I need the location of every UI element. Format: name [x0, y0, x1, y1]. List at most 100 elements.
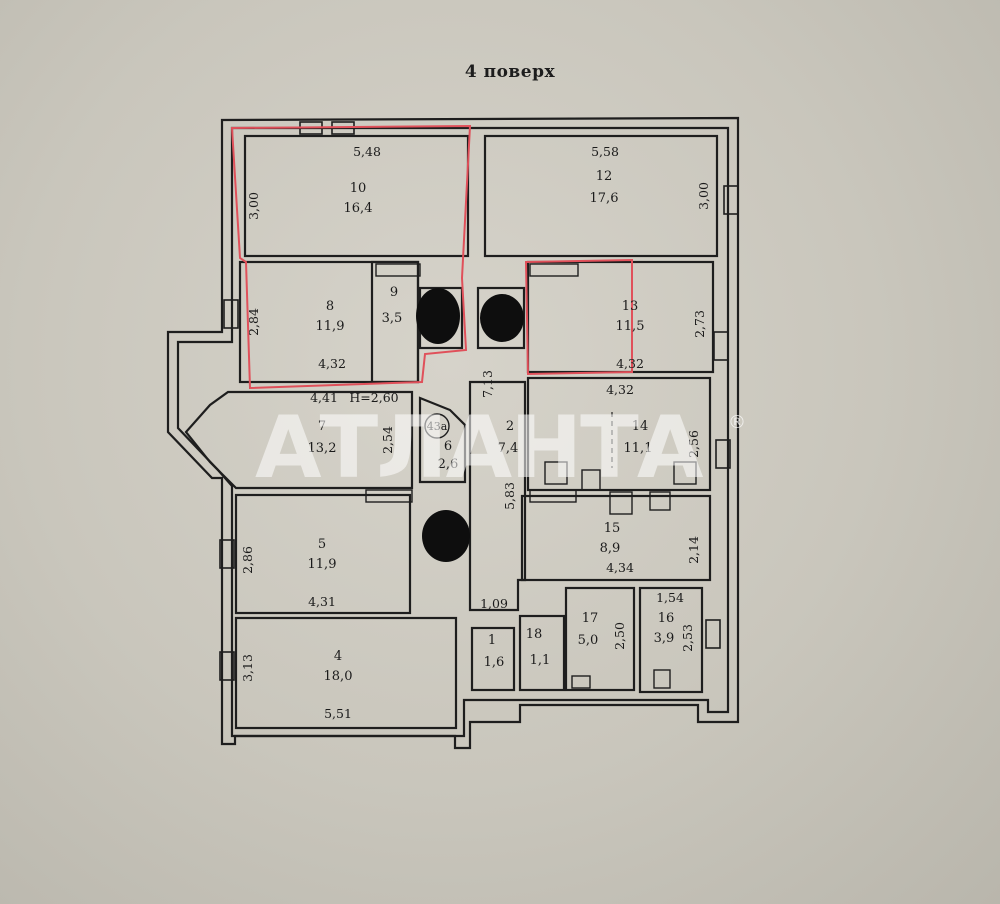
- room-number: 7: [318, 419, 326, 434]
- window: [723, 185, 739, 215]
- dimension-label: 2,73: [692, 310, 707, 338]
- room-14-outline: [526, 376, 712, 492]
- room-number: 14: [632, 419, 649, 434]
- height-label: Н=2,60: [349, 390, 398, 405]
- room-number: 4: [334, 649, 342, 664]
- sink: [649, 491, 671, 511]
- window: [713, 331, 729, 361]
- dimension-label: 7,13: [480, 370, 495, 398]
- room-4-outline: [234, 616, 458, 730]
- marker-43a-circle: [424, 413, 450, 439]
- room-16-outline: [638, 586, 704, 694]
- dimension-label: 2,84: [246, 308, 261, 336]
- corridor-2-outline: [468, 380, 527, 612]
- toilet: [653, 669, 671, 689]
- room-17-outline: [564, 586, 636, 692]
- dimension-label: 1,54: [656, 590, 684, 605]
- room-area: 5,0: [578, 633, 599, 648]
- dimension-label: 5,83: [502, 482, 517, 510]
- redaction-blot: [416, 288, 460, 344]
- dimension-label: 3,13: [240, 654, 255, 682]
- dimension-label: 4,41: [310, 390, 338, 405]
- redaction-blot: [422, 510, 470, 562]
- room-number: 16: [658, 611, 675, 626]
- dimension-label: 5,58: [591, 144, 619, 159]
- dimension-label: 2,54: [380, 426, 395, 454]
- room-number: 18: [526, 627, 543, 642]
- radiator: [529, 489, 577, 503]
- room-area: 7,4: [498, 441, 519, 456]
- radiator: [529, 263, 579, 277]
- bath-fixture: [571, 675, 591, 689]
- stove: [544, 461, 568, 485]
- room-number: 17: [582, 611, 599, 626]
- room-area: 2,6: [438, 457, 459, 472]
- room-number: 8: [326, 299, 334, 314]
- dimension-label: 4,32: [318, 356, 346, 371]
- radiator: [365, 489, 413, 503]
- dimension-label: 5,48: [353, 144, 381, 159]
- room-number: 15: [604, 521, 621, 536]
- dimension-label: 1,09: [480, 596, 508, 611]
- room-area: 18,0: [324, 669, 353, 684]
- room-15-outline: [520, 494, 712, 582]
- stove: [609, 491, 633, 515]
- room-1-outline: [470, 626, 516, 692]
- registered-mark: ®: [728, 412, 746, 433]
- highlight-outline-right: [524, 258, 633, 376]
- room-7-outline: [184, 390, 414, 490]
- room-number: 2: [506, 419, 514, 434]
- room-5-outline: [234, 493, 412, 615]
- room-number: 6: [444, 439, 452, 454]
- dimension-label: 2,50: [612, 622, 627, 650]
- room-area: 11,9: [308, 557, 337, 572]
- outer-wall-inner: [176, 126, 730, 738]
- watermark-text: АТЛАНТА: [255, 398, 703, 498]
- room-area: 11,9: [316, 319, 345, 334]
- marker-label: 43а: [427, 420, 448, 433]
- window: [705, 619, 721, 649]
- dimension-label: 4,32: [616, 356, 644, 371]
- dimension-label: 4,31: [308, 594, 336, 609]
- room-10-outline: [243, 134, 470, 258]
- dimension-label: 4,32: [606, 382, 634, 397]
- radiator: [375, 263, 421, 277]
- room-area: 8,9: [600, 541, 621, 556]
- room-number: 9: [390, 285, 398, 300]
- dimension-label: 2,86: [240, 546, 255, 574]
- window: [219, 539, 235, 569]
- room-12-outline: [483, 134, 719, 258]
- dimension-label: 2,14: [686, 536, 701, 564]
- room-area: 3,5: [382, 311, 403, 326]
- room-number: 10: [350, 181, 367, 196]
- room-number: 12: [596, 169, 613, 184]
- dimension-label: 3,00: [246, 192, 261, 220]
- redaction-blot: [480, 294, 524, 342]
- room-number: 13: [622, 299, 639, 314]
- window: [715, 439, 731, 469]
- room-area: 11,5: [616, 319, 645, 334]
- outer-wall: [166, 116, 740, 750]
- room-area: 13,2: [308, 441, 337, 456]
- dimension-label: 2,56: [686, 430, 701, 458]
- room-area: 3,9: [654, 631, 675, 646]
- dimension-label: 5,51: [324, 706, 352, 721]
- window: [223, 299, 239, 329]
- room-area: 16,4: [344, 201, 373, 216]
- sink: [581, 469, 601, 491]
- stove: [673, 461, 697, 485]
- room-area: 11,1: [624, 441, 653, 456]
- room-number: 1: [488, 633, 496, 648]
- room-area: 1,1: [530, 653, 551, 668]
- window: [219, 651, 235, 681]
- dimension-label: 2,53: [680, 624, 695, 652]
- room-area: 17,6: [590, 191, 619, 206]
- room-6-outline: [418, 396, 467, 484]
- room-18-outline: [518, 614, 566, 692]
- highlight-outline-left: [230, 124, 472, 390]
- dimension-label: 3,00: [696, 182, 711, 210]
- room-area: 1,6: [484, 655, 505, 670]
